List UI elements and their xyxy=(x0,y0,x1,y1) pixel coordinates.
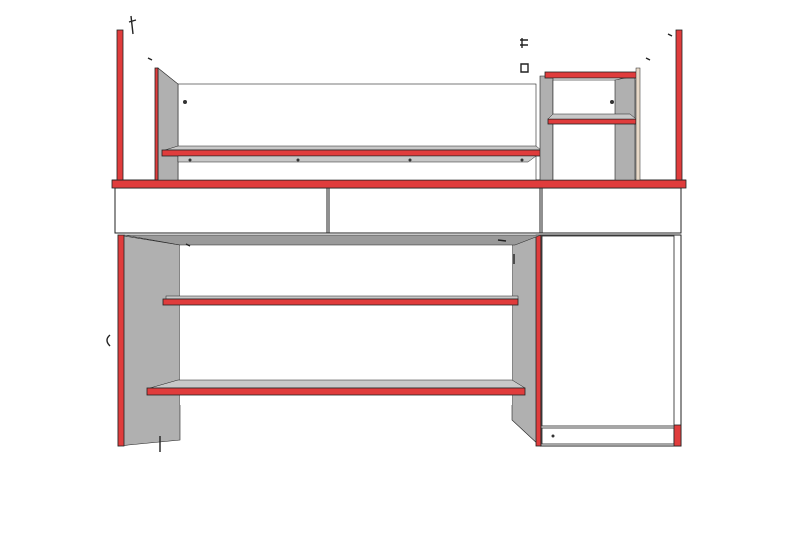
lower-shelf-bottom xyxy=(146,379,526,396)
drawer-row xyxy=(114,187,682,234)
hutch-right-tower xyxy=(539,67,641,181)
right-inner-leg-panel xyxy=(511,234,542,447)
hutch-left-side xyxy=(154,67,179,181)
drawer-middle xyxy=(328,187,541,234)
hutch-back-panel xyxy=(177,83,537,181)
hardware-fittings xyxy=(183,100,614,438)
cabinet-door xyxy=(541,235,675,427)
left-upright xyxy=(116,29,124,181)
lower-shelf-upper xyxy=(162,295,519,306)
hutch-main-shelf xyxy=(161,145,546,163)
drawing-marks xyxy=(106,15,673,452)
desktop xyxy=(111,179,687,189)
left-leg-panel xyxy=(117,234,181,447)
cabinet-plinth xyxy=(541,427,675,445)
drawer-right xyxy=(541,187,682,234)
under-top-shadow xyxy=(123,234,542,246)
cabinet xyxy=(540,234,682,447)
lower-back-opening xyxy=(180,245,512,405)
right-upright xyxy=(675,29,683,181)
drawer-left xyxy=(114,187,328,234)
